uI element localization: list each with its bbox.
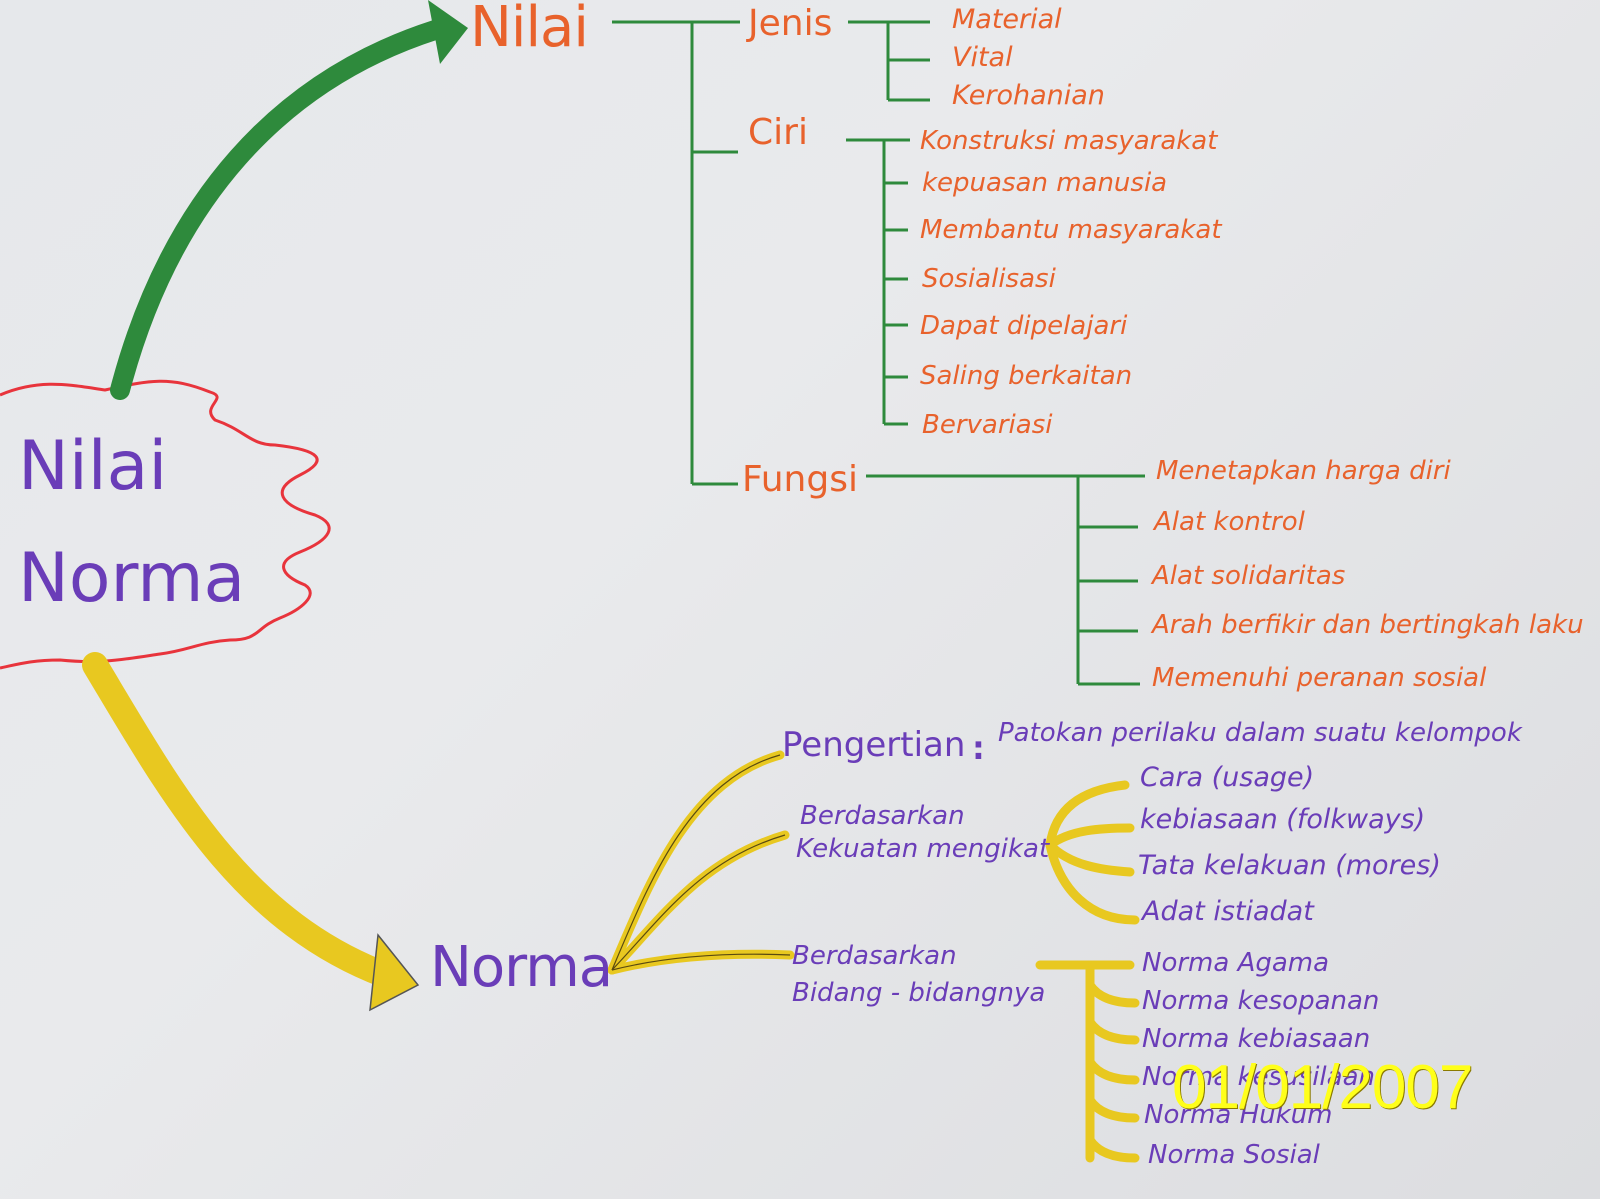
- ciri-item: Konstruksi masyarakat: [920, 126, 1218, 156]
- jenis-item: Kerohanian: [952, 80, 1105, 111]
- center-cloud-outline: [0, 379, 331, 670]
- arrow-to-nilai: [110, 20, 445, 400]
- bidang-item: Norma Hukum: [1144, 1100, 1333, 1130]
- norma-tree-outline: [611, 754, 791, 971]
- arrow-to-nilai-head: [428, 0, 468, 64]
- kekuatan-label-1: Berdasarkan: [800, 801, 965, 831]
- jenis-item: Material: [952, 4, 1062, 35]
- bidang-label-2: Bidang - bidangnya: [792, 978, 1046, 1008]
- fungsi-item: Memenuhi peranan sosial: [1152, 663, 1487, 693]
- kekuatan-item: Tata kelakuan (mores): [1138, 850, 1441, 881]
- jenis-item: Vital: [952, 42, 1013, 73]
- nilai-tree-lines: [612, 20, 1145, 686]
- pengertian-separator: :: [972, 729, 985, 767]
- ciri-label: Ciri: [748, 112, 808, 153]
- center-label-nilai: Nilai: [18, 427, 168, 506]
- kekuatan-item: kebiasaan (folkways): [1140, 804, 1426, 835]
- bidang-item: Norma Agama: [1142, 948, 1330, 978]
- fungsi-item: Alat solidaritas: [1152, 561, 1346, 591]
- fungsi-item: Alat kontrol: [1154, 507, 1305, 537]
- ciri-item: Bervariasi: [922, 410, 1053, 440]
- bidang-item: Norma kesopanan: [1142, 986, 1380, 1016]
- ciri-item: Dapat dipelajari: [920, 311, 1128, 341]
- ciri-item: Sosialisasi: [922, 264, 1056, 294]
- pengertian-label: Pengertian: [782, 725, 966, 765]
- arrow-to-norma-head: [369, 933, 420, 1012]
- bidang-item: Norma kesusilaan: [1142, 1062, 1375, 1092]
- nilai-title: Nilai: [470, 0, 589, 60]
- arrow-to-norma: [82, 652, 398, 988]
- date-stamp: 01/01/2007: [1172, 1053, 1473, 1122]
- jenis-label: Jenis: [748, 3, 833, 44]
- bidang-item: Norma kebiasaan: [1142, 1024, 1371, 1054]
- pengertian-text: Patokan perilaku dalam suatu kelompok: [998, 718, 1522, 748]
- bidang-item: Norma Sosial: [1148, 1140, 1320, 1170]
- kekuatan-item: Adat istiadat: [1142, 896, 1314, 927]
- ciri-item: Saling berkaitan: [920, 361, 1133, 391]
- center-label-norma: Norma: [18, 539, 246, 618]
- ciri-item: kepuasan manusia: [922, 168, 1168, 198]
- fungsi-item: Menetapkan harga diri: [1156, 456, 1451, 486]
- ciri-item: Membantu masyarakat: [920, 215, 1222, 245]
- kekuatan-item: Cara (usage): [1140, 762, 1315, 793]
- fungsi-label: Fungsi: [742, 459, 858, 500]
- fungsi-item: Arah berfikir dan bertingkah laku: [1152, 610, 1584, 640]
- kekuatan-label-2: Kekuatan mengikat: [796, 834, 1050, 864]
- bidang-label-1: Berdasarkan: [792, 941, 957, 971]
- norma-title: Norma: [430, 935, 613, 1000]
